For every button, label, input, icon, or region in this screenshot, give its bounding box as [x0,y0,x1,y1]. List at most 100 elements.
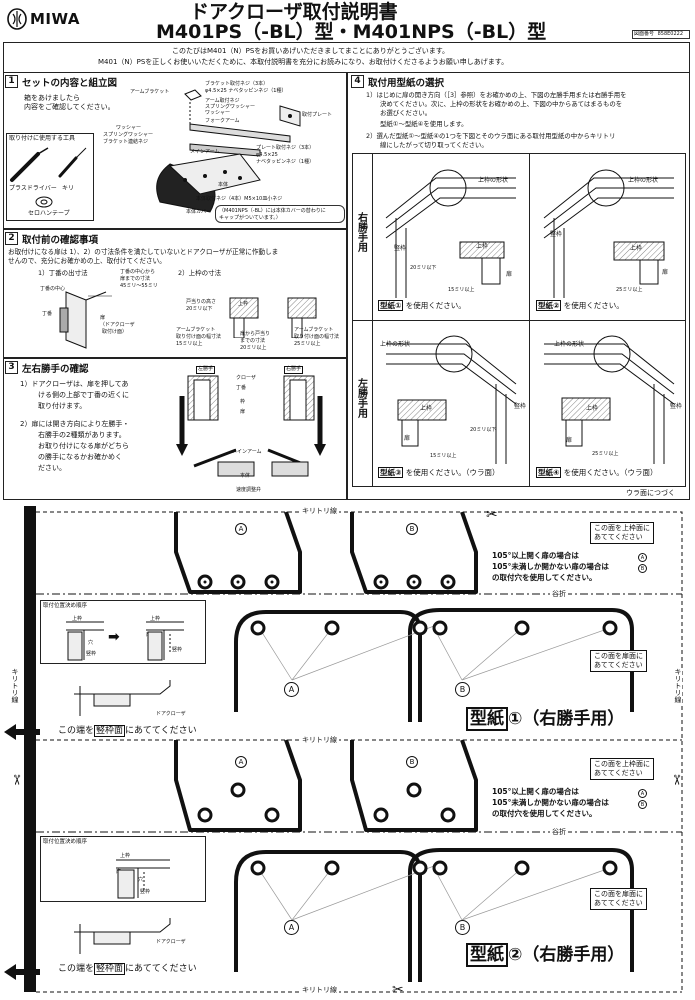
t1-rule1: 105°以上開く扉の場合は [492,551,579,560]
cell2-instruction: 型紙② を使用ください。 [536,300,624,311]
section4-number: 4 [351,75,364,88]
t2-label-a-top: A [235,756,247,768]
t1-edge-instruction: この端を竪枠面にあててください [58,725,197,737]
right-hand-row-label: 右勝手用 [355,212,367,252]
t1-proc-top-frame-2: 上枠 [150,616,161,622]
hinge-req3: 45ミリ～55ミリ [120,283,158,289]
arm-bracket5: 取り付け面の幅寸法 [294,334,340,340]
t2-procedure-sketch [116,859,170,899]
label-spring-washer2: スプリングワッシャー [103,132,154,138]
cell3-text: を使用ください。（ウラ面） [405,468,500,477]
label-washer: ワッシャー [205,110,231,116]
scissors-icon-2: ✂ [7,774,24,786]
t2-edge-text2: にあててください [125,964,197,974]
section2-text1: お取付けになる扉は 1）、2）の寸法条件を満たしていないとドアクローザが正常に作… [8,248,279,256]
section2-title: 取付前の確認事項 [22,235,99,246]
cell1-frame-shape: 上枠の形状 [478,177,509,184]
s3-p2-line3: お取り付けになる扉がどちら [38,442,129,450]
t2-proc-vertical: 竪枠 [140,889,151,895]
cell3-frame-shape: 上枠の形状 [380,341,411,348]
t1-upper-note: この面を上枠面に あててください [590,522,654,544]
t1-title-num: ① [508,709,523,729]
label-bracket-screw-spec: φ4.5×25 ナベタッピンネジ（1種） [205,88,287,94]
t2-upper-note2: あててください [594,769,643,777]
t2-label-b-bottom: B [455,920,470,935]
t1-label-b-top: B [406,523,418,535]
scissors-icon: ✂ [486,507,498,523]
intro-line2: M401（N）PSを正しくお使いいただくために、本取付説明書を充分にお読みになり… [98,58,509,66]
s3-p2-line4: の勝手になるかお確かめく [38,453,122,461]
cell1-door: 扉 [506,271,513,278]
t1-upper-note2: あててください [594,533,643,541]
cell4-top-frame: 上枠 [586,405,599,412]
section2-number: 2 [5,232,18,245]
label-mount-plate: 取付プレート [302,112,333,118]
hinge-label: 丁番 [42,311,53,317]
template-sheet [4,506,683,993]
hinge-diagram [59,291,112,349]
door-label-s3: 扉 [240,409,246,415]
t1-label-b-bottom: B [455,682,470,697]
t1-proc-top-frame: 上枠 [72,616,83,622]
tools-box [6,133,94,221]
tool-awl-label: キリ [62,185,75,192]
t2-upper-note: この面を上枠面に あててください [590,758,654,780]
cell3-dim15: 15ミリ以上 [430,453,457,459]
intro-line1: このたびはM401（N）PSをお買いあげいただきましてまことにありがとうございま… [172,47,450,55]
main-arm-label-s3: メインアーム [232,449,262,455]
t1-title-pre: 型紙 [466,707,508,731]
cell3-vertical-frame: 竪枠 [514,403,527,410]
assembly-diagram [156,89,301,213]
t1-rule-b: B [638,564,647,573]
section1-box [3,72,347,229]
t2-label-a-bottom: A [284,920,299,935]
hinge-label-s3: 丁番 [236,385,247,391]
label-plate-screw-spec2: ナベタッピンネジ（1種） [256,159,315,165]
s3-p1-line2: ける側の上部で丁番の近くに [38,391,129,399]
label-main-arm: メインアーム [190,149,220,155]
cell4-text: を使用ください。（ウラ面） [563,468,658,477]
body-label-s3: 本体 [240,473,251,479]
cell2-frame-diagram [543,169,674,298]
cell2-door: 扉 [662,269,669,276]
t1-rule2: 105°未満しか開かない扉の場合は [492,562,609,571]
cell4-instruction: 型紙④ を使用ください。（ウラ面） [536,467,658,478]
miwa-emblem-icon [7,8,27,30]
doc-number-label: 図面番号 [634,31,655,37]
t2-procedure-box [40,836,206,902]
s3-p1-line3: 取り付けます。 [38,402,87,410]
tools-title: 取り付けに使用する工具 [9,135,76,142]
cover-note-box: （M401NPS（-BL）には本体カバーの替わりに キャップがついています。） [215,205,345,223]
cell1-text: を使用ください。 [405,301,466,310]
cell4-vertical-frame: 竪枠 [670,403,683,410]
t1-closer-sketch [74,680,171,716]
s3-p2-line2: 右勝手の2種類があります。 [38,431,126,439]
cell3-dim20: 20ミリ以下 [470,427,497,433]
logo-text: MIWA [30,10,80,28]
section2-sub2: 2）上枠の寸法 [178,269,222,277]
t2-rule3: の取付穴を使用してください。 [492,809,597,818]
s4-p1-line2: 決めてください。次に、上枠の形状をお確かめの上、下図の中からあてはまるものを [380,100,623,108]
label-bracket-screw: ブラケット取付ネジ（3本） [205,81,269,87]
cell1-dim20: 20ミリ以下 [410,265,437,271]
continue-note: ウラ面につづく [626,489,675,497]
left-hand-row-label: 左勝手用 [355,378,367,418]
label-plate-screw: プレート取付ネジ（3本） [256,145,315,151]
arm-bracket1: アームブラケット [176,327,216,333]
label-bracket-nut: ブラケット連結ネジ [103,139,149,145]
closer-label-s3: クローザ [236,375,256,381]
t2-title-pre: 型紙 [466,943,508,967]
scissors-icon-3: ✂ [667,774,684,786]
label-spring-washer: スプリングワッシャー [205,104,256,110]
cover-note-line2: キャップがついています。） [219,215,281,221]
t1-procedure-sketch [66,621,184,661]
t1-upper-note1: この面を上枠面に [594,524,650,532]
cell4-frame-diagram [544,335,675,464]
t1-door-note2: あててください [594,661,643,669]
label-plate-screw-spec: φ4.5×25 [256,152,278,158]
cell3-instruction: 型紙③ を使用ください。（ウラ面） [378,467,500,478]
t2-door-note2: あててください [594,899,643,907]
awl-icon [58,147,87,178]
